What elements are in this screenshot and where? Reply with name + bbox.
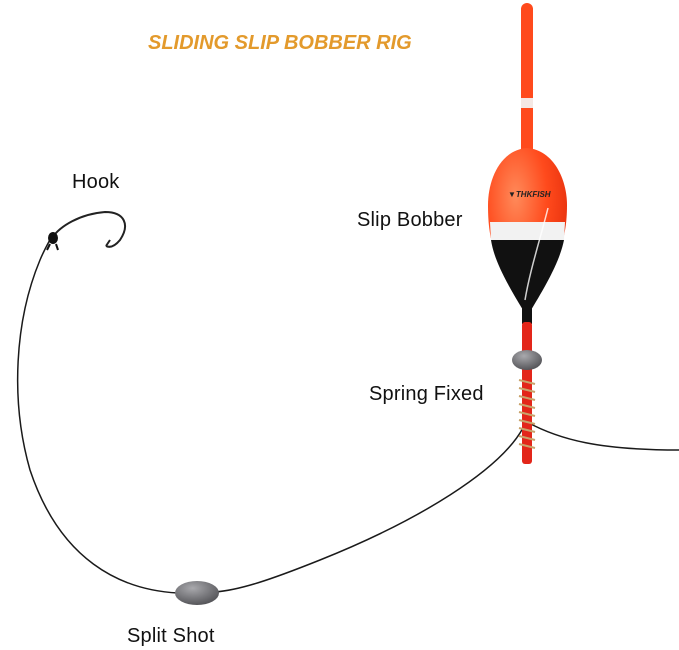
stopper-weight (512, 350, 542, 370)
diagram-title: SLIDING SLIP BOBBER RIG (148, 32, 412, 54)
label-spring-fixed: Spring Fixed (369, 383, 484, 405)
label-split-shot: Split Shot (127, 625, 215, 647)
label-hook: Hook (72, 171, 120, 193)
spring-coil (518, 379, 536, 449)
split-shot-weight (175, 581, 219, 605)
slip-bobber: ▼THKFISH (488, 3, 567, 464)
fishing-line (16, 235, 524, 594)
label-slip-bobber: Slip Bobber (357, 209, 463, 231)
hook-icon (46, 210, 126, 251)
main-line (526, 421, 679, 451)
brand-logo: ▼THKFISH (508, 190, 551, 199)
